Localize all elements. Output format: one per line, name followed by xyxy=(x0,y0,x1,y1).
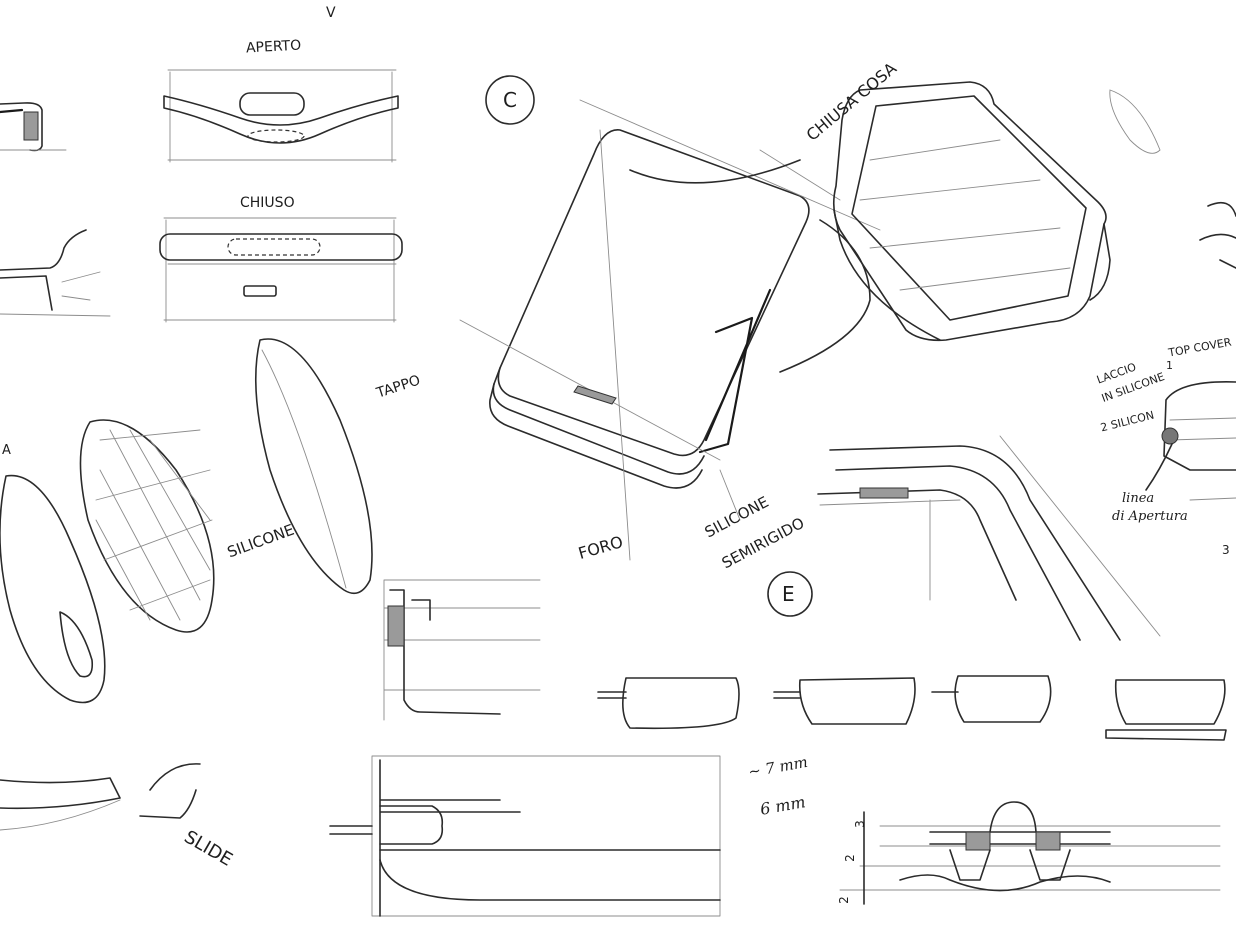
circle-c-label: C xyxy=(503,88,517,112)
dim-2-label: 2 xyxy=(842,854,857,862)
stray-1-label: 1 xyxy=(1166,359,1173,372)
aperto-view xyxy=(163,69,399,163)
circle-e-label: E xyxy=(782,582,795,606)
stray-v-label: V xyxy=(326,5,336,21)
stray-a-label: A xyxy=(2,443,11,458)
watch-perspective-chiusa xyxy=(832,81,1236,342)
aperto-label: APERTO xyxy=(245,37,302,57)
hinge-section xyxy=(839,801,1221,905)
linea-label-2: di Apertura xyxy=(1112,509,1188,524)
silicone-pads xyxy=(0,338,373,831)
dim-3-label: 3 xyxy=(852,820,867,828)
chiuso-label: CHIUSO xyxy=(240,195,295,211)
right-section-detail xyxy=(1145,381,1236,501)
linea-label-1: linea xyxy=(1122,491,1155,506)
corner-detail-e xyxy=(767,435,1161,641)
section-drawings xyxy=(329,579,721,917)
chiuso-view xyxy=(159,217,403,323)
stray-3-label: 3 xyxy=(1222,543,1230,557)
pill-sections xyxy=(597,675,1227,741)
watch-perspective-c xyxy=(459,75,881,561)
dim-2b-label: 2 xyxy=(836,896,851,904)
strap-section-detail xyxy=(0,102,111,317)
